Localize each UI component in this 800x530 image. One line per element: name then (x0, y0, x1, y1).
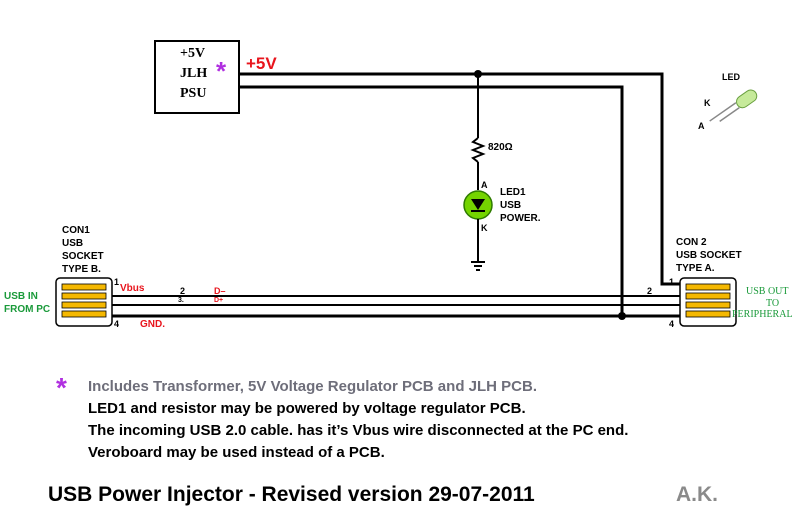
con1-pin-1 (61, 283, 107, 291)
con1-pin-3 (61, 301, 107, 309)
led1-label-usb: USB (500, 200, 522, 211)
con2-pin2-label: 2 (647, 286, 653, 296)
con1-dplus-label: D+ (214, 297, 224, 304)
con2-label-socket: USB SOCKET (676, 250, 742, 261)
con2-pin-4 (685, 310, 731, 318)
con1-pin1-label: 1 (114, 277, 120, 287)
con1-vbus-label: Vbus (120, 283, 145, 294)
usb-in-label-1: USB IN (4, 291, 38, 302)
psu-line-2: JLH (180, 66, 208, 81)
con1-gnd-label: GND. (140, 319, 165, 330)
note-line-4: Veroboard may be used instead of a PCB. (88, 444, 385, 461)
psu-line-1: +5V (180, 46, 206, 61)
notes-block: Includes Transformer, 5V Voltage Regulat… (88, 376, 628, 464)
con1-pin3-label: 3. (178, 297, 184, 304)
resistor-value: 820Ω (488, 142, 513, 153)
con1-label-type: TYPE B. (62, 264, 101, 275)
con1-pin4-label: 4 (114, 319, 120, 329)
led1-name: LED1 (500, 187, 526, 198)
wire-plus5v (240, 72, 686, 286)
led-drawing-title: LED (722, 72, 740, 82)
con2-pin-3 (685, 301, 731, 309)
con1-dminus-label: D– (214, 286, 226, 296)
footer-title: USB Power Injector - Revised version 29-… (48, 483, 535, 506)
usb-out-label-3: PERIPHERAL (732, 309, 793, 320)
led-drawing-cathode: K (704, 98, 711, 108)
con2-name: CON 2 (676, 237, 707, 248)
psu-output-label: +5V (246, 54, 277, 73)
led1-cathode-label: K (481, 223, 488, 233)
con1-pin2-label: 2 (180, 286, 186, 296)
led-drawing-anode: A (698, 121, 705, 131)
con2-pin4-label: 4 (669, 319, 675, 329)
led1-anode-label: A (481, 180, 488, 190)
footer-author: A.K. (676, 483, 718, 506)
note-line-2: LED1 and resistor may be powered by volt… (88, 400, 526, 417)
con2-label-type: TYPE A. (676, 263, 715, 274)
usb-out-label-2: TO (766, 298, 780, 309)
note-line-1: Includes Transformer, 5V Voltage Regulat… (88, 378, 537, 395)
con1-pin-4 (61, 310, 107, 318)
notes-asterisk: * (56, 372, 67, 403)
led1-triangle (471, 199, 485, 210)
junction-gnd (618, 312, 626, 320)
usb-out-label-1: USB OUT (746, 286, 789, 297)
con1-pin-2 (61, 292, 107, 300)
con2-pin-1 (685, 283, 731, 291)
usb-in-label-2: FROM PC (4, 304, 51, 315)
psu-line-3: PSU (180, 86, 207, 101)
note-line-3: The incoming USB 2.0 cable. has it’s Vbu… (88, 422, 629, 439)
psu-box: +5V JLH PSU (154, 40, 240, 114)
led-drawing (709, 89, 758, 122)
psu-asterisk: * (216, 56, 227, 86)
led1-label-power: POWER. (500, 213, 541, 224)
wire-psu-return (240, 85, 624, 316)
con1-name: CON1 (62, 225, 90, 236)
resistor-820 (470, 137, 486, 163)
con2-pin1-label: 1 (669, 277, 675, 287)
con1-label-socket: SOCKET (62, 251, 104, 262)
con1-label-usb: USB (62, 238, 84, 249)
con2-pin-2 (685, 292, 731, 300)
